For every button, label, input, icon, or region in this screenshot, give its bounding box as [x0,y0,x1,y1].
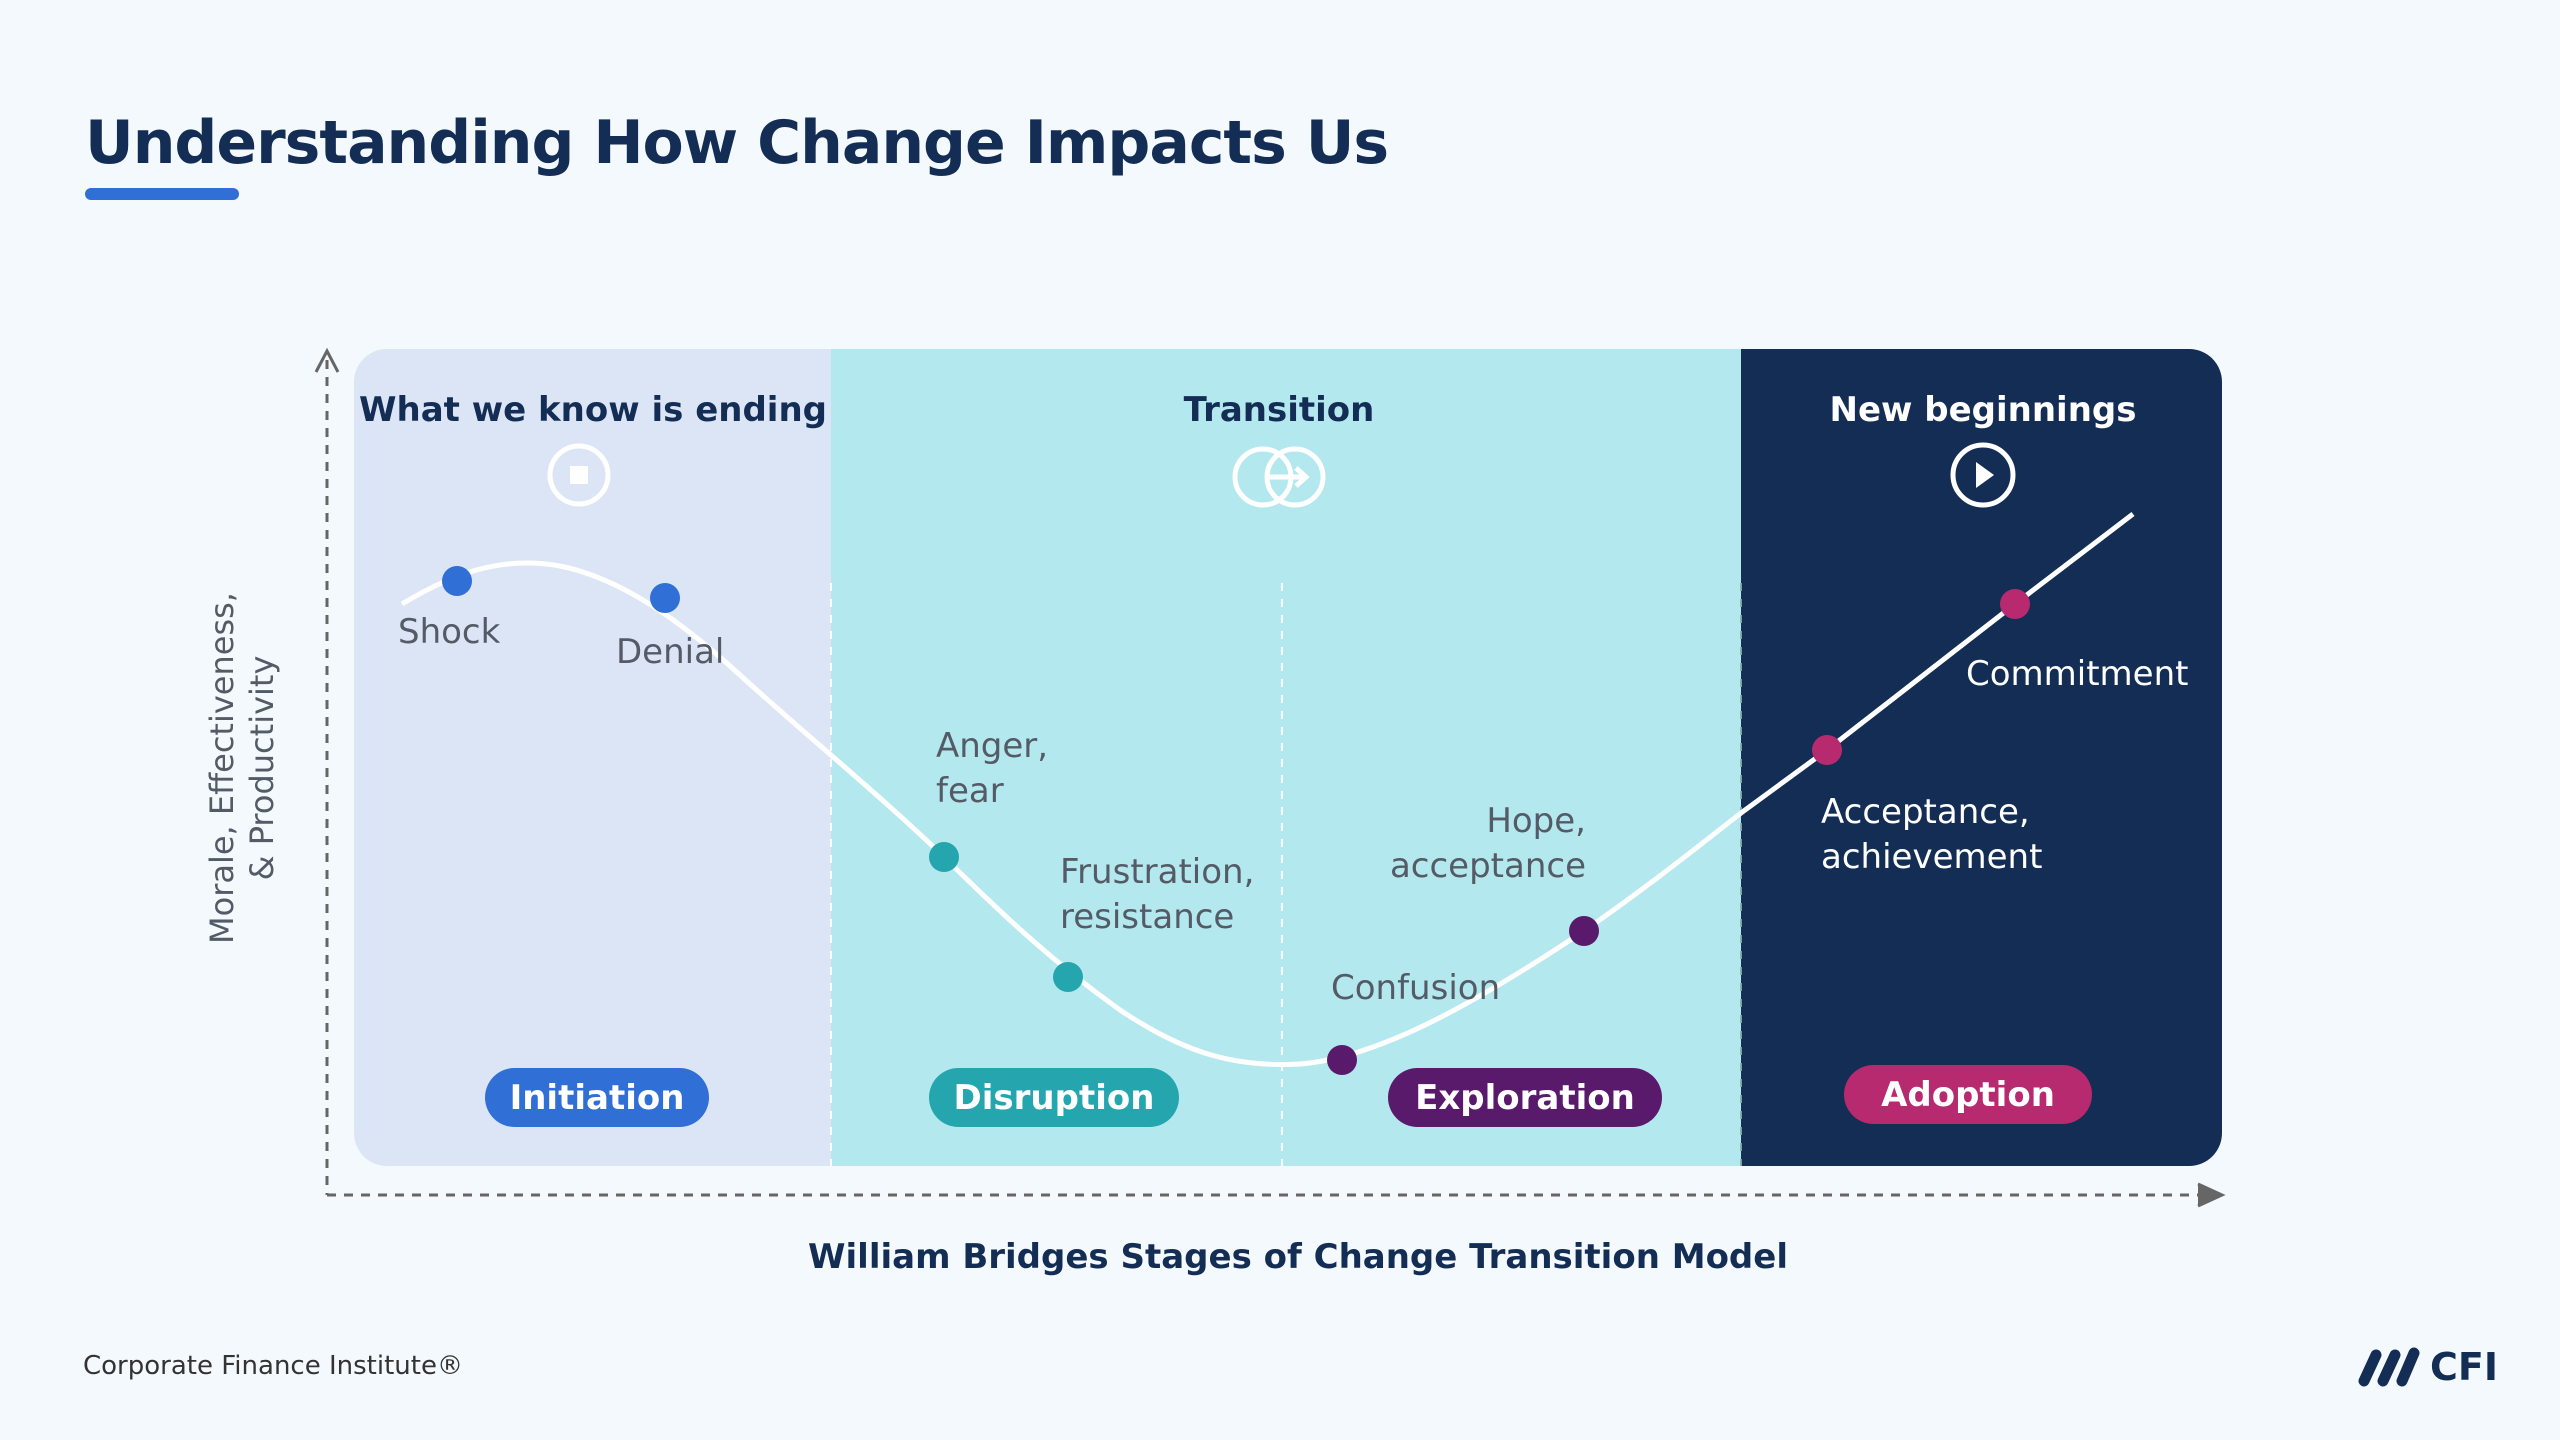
curve-point-shock [442,566,472,596]
x-axis-label: William Bridges Stages of Change Transit… [808,1237,1788,1277]
stage-pill-exploration: Exploration [1388,1068,1662,1127]
point-label-acceptance: Acceptance,achievement [1821,792,2043,877]
section-heading-ending: What we know is ending [359,390,827,430]
y-axis-label: Morale, Effectiveness,& Productivity [203,592,281,944]
section-ending-panel [354,349,831,1166]
section-transition-panel [831,349,1741,1166]
point-label-anger-fear: Anger,fear [936,726,1049,811]
point-label-denial: Denial [616,632,725,672]
cfi-logo-text: CFI [2430,1345,2498,1389]
x-axis-arrow-icon [2197,1182,2226,1208]
curve-point-acceptance [1812,735,1842,765]
cfi-logo-icon [2358,1347,2420,1387]
title-underline [85,188,239,200]
curve-point-confusion [1327,1045,1357,1075]
play-circle-icon [1950,442,2016,508]
point-label-frustration: Frustration,resistance [1060,852,1255,937]
stage-pill-adoption: Adoption [1844,1065,2092,1124]
overlapping-circles-arrow-icon [1232,446,1326,508]
point-label-shock: Shock [398,612,501,652]
curve-point-anger [929,842,959,872]
footer-credit: Corporate Finance Institute® [83,1351,463,1381]
point-label-commitment: Commitment [1966,654,2189,694]
curve-point-commitment [2000,589,2030,619]
section-heading-transition: Transition [1183,390,1375,430]
point-label-confusion: Confusion [1331,968,1501,1008]
cfi-logo: CFI [2356,1345,2498,1389]
curve-point-frustration [1053,962,1083,992]
curve-point-hope [1569,916,1599,946]
page-title: Understanding How Change Impacts Us [85,108,1389,178]
y-axis-arrow-icon [314,347,340,373]
stage-pill-disruption: Disruption [929,1068,1179,1127]
curve-point-denial [650,583,680,613]
section-heading-new-beginnings: New beginnings [1829,390,2137,430]
stop-circle-icon [547,443,611,507]
stage-pill-initiation: Initiation [485,1068,709,1127]
point-label-hope: Hope,acceptance [1389,801,1586,886]
